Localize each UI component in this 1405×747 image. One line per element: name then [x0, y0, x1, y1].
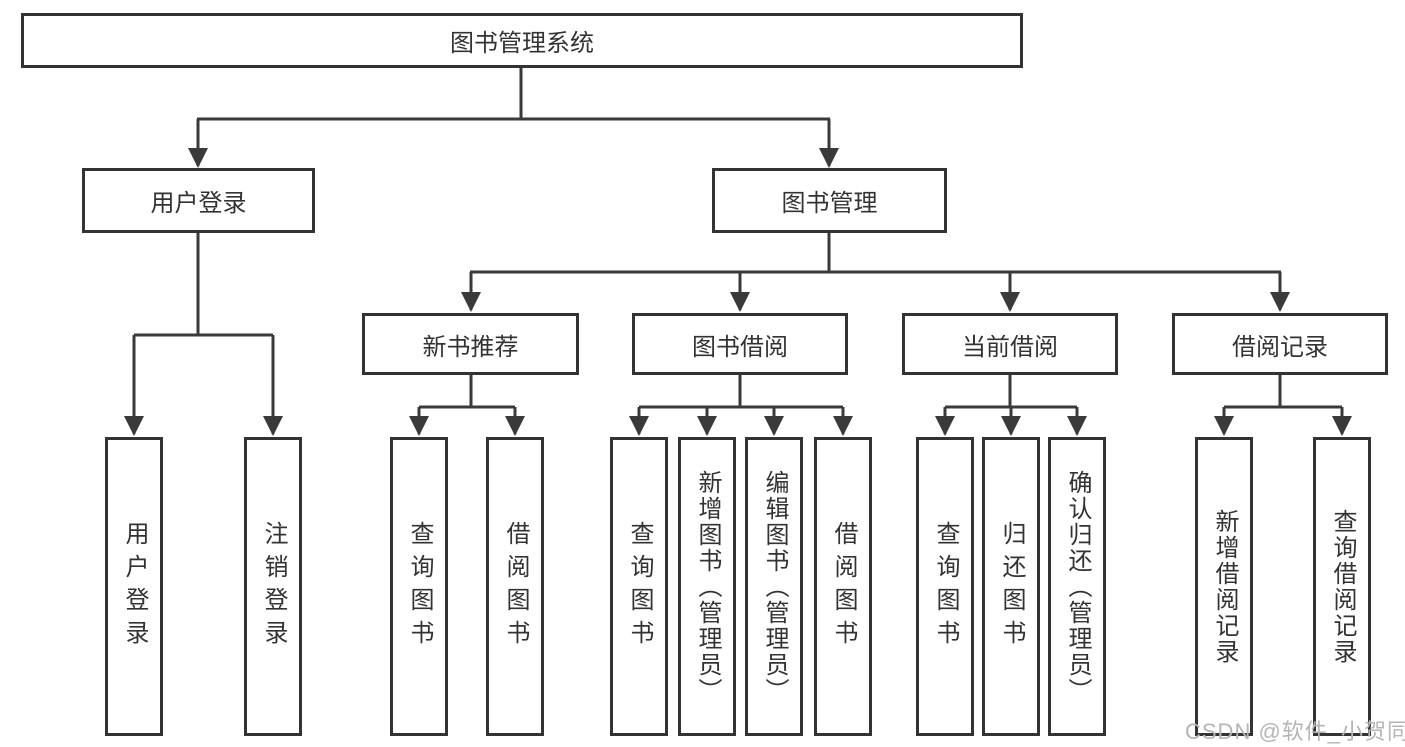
leaf-add-borrow-record: 新增借阅记录 [1195, 437, 1253, 736]
leaf-user-login-label: 用户登录 [121, 520, 148, 653]
leaf-confirm-return-admin: 确认归还（管理员） [1048, 437, 1106, 736]
node-new-book-recommendation: 新书推荐 [362, 313, 579, 375]
leaf-logout-label: 注销登录 [260, 520, 287, 653]
leaf-query-books-recommend-label: 查询图书 [406, 520, 433, 653]
leaf-edit-books-admin: 编辑图书（管理员） [745, 437, 803, 736]
leaf-confirm-return-admin-label: 确认归还（管理员） [1064, 469, 1091, 704]
leaf-borrow-books-recommend: 借阅图书 [486, 437, 544, 736]
node-user-login: 用户登录 [82, 168, 315, 233]
leaf-logout: 注销登录 [244, 437, 302, 736]
leaf-query-books-current-label: 查询图书 [932, 520, 959, 653]
leaf-edit-books-admin-label: 编辑图书（管理员） [761, 469, 788, 704]
leaf-query-borrow-record: 查询借阅记录 [1313, 437, 1371, 736]
leaf-query-books-borrow: 查询图书 [610, 437, 668, 736]
csdn-watermark: CSDN @软件_小贺同学 [1185, 719, 1405, 744]
leaf-borrow-books-recommend-label: 借阅图书 [502, 520, 529, 653]
leaf-add-books-admin: 新增图书（管理员） [678, 437, 736, 736]
leaf-query-books-recommend: 查询图书 [390, 437, 448, 736]
leaf-borrow-books-label: 借阅图书 [830, 520, 857, 653]
node-current-borrowing: 当前借阅 [902, 313, 1118, 375]
node-library-management-system: 图书管理系统 [21, 13, 1023, 68]
node-book-management: 图书管理 [712, 168, 947, 233]
leaf-return-books: 归还图书 [982, 437, 1040, 736]
leaf-query-books-current: 查询图书 [916, 437, 974, 736]
node-book-borrowing: 图书借阅 [632, 313, 848, 375]
node-borrowing-records: 借阅记录 [1172, 313, 1388, 375]
leaf-return-books-label: 归还图书 [998, 520, 1025, 653]
leaf-add-borrow-record-label: 新增借阅记录 [1211, 508, 1238, 665]
leaf-add-books-admin-label: 新增图书（管理员） [694, 469, 721, 704]
leaf-query-borrow-record-label: 查询借阅记录 [1329, 508, 1356, 665]
leaf-query-books-borrow-label: 查询图书 [626, 520, 653, 653]
leaf-user-login: 用户登录 [105, 437, 163, 736]
leaf-borrow-books: 借阅图书 [814, 437, 872, 736]
